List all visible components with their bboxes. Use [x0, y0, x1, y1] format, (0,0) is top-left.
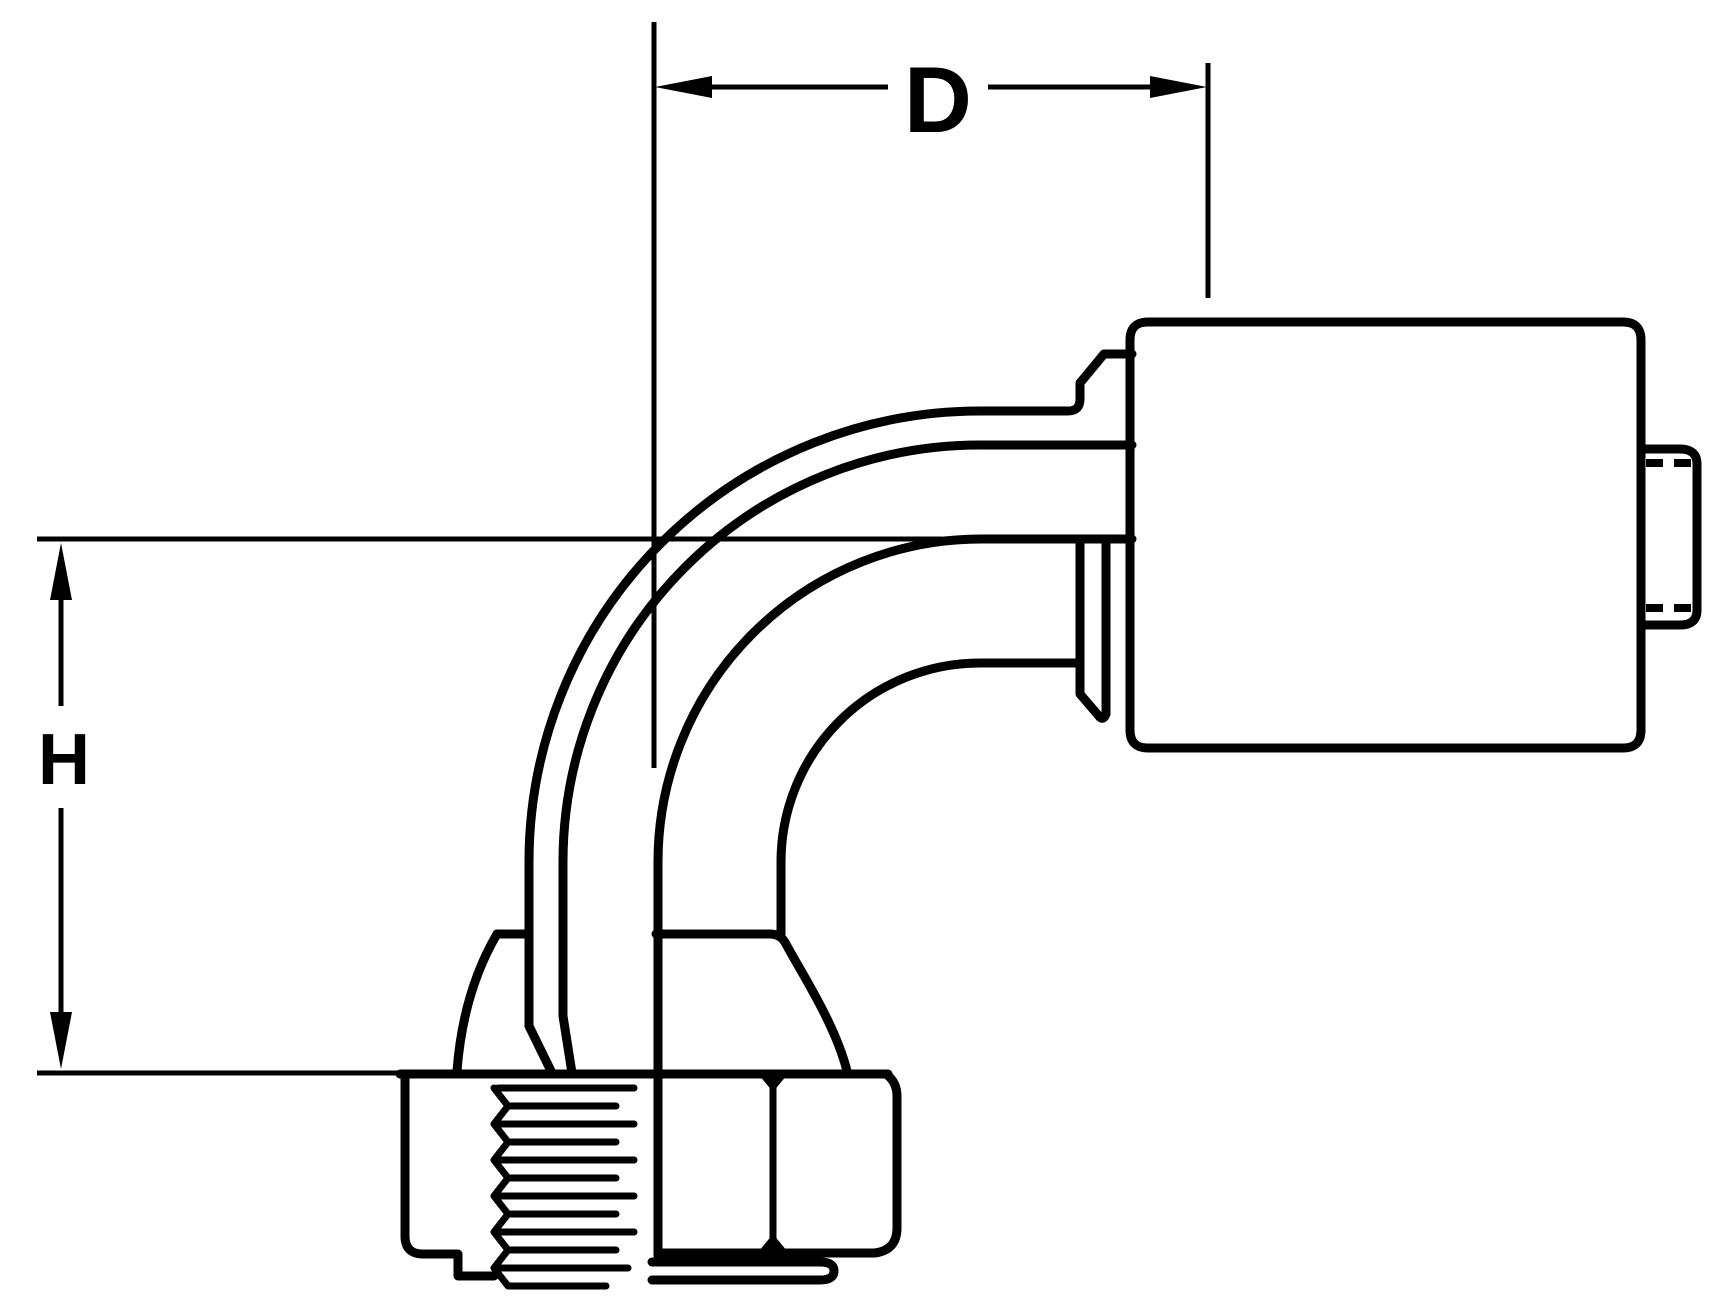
- dimension-H: H: [37, 536, 942, 1076]
- hex-right-profile: [655, 1069, 902, 1258]
- arrow-up-icon: [50, 543, 72, 600]
- facet-notch-bottom-icon: [759, 1234, 787, 1251]
- dimension-D: D: [651, 22, 1211, 768]
- tube-bottom-wall: [776, 658, 1083, 939]
- nut-crown-right: [651, 929, 852, 1076]
- arrow-right-icon: [1150, 76, 1207, 98]
- arrow-left-icon: [655, 76, 712, 98]
- elbow-tube: [524, 349, 1137, 1261]
- arrow-down-icon: [50, 1012, 72, 1069]
- nut-bottom-plate: [647, 1257, 839, 1285]
- tube-outer-wall: [524, 349, 1137, 1078]
- shell-body: [1125, 317, 1646, 753]
- hose-nipple-collar: [1075, 534, 1111, 723]
- d-dimension-label: D: [904, 47, 972, 152]
- threads: [490, 1084, 638, 1290]
- thread-crest-zigzag: [490, 1084, 512, 1290]
- collar-lower-ring: [1075, 534, 1111, 723]
- hex-left-profile: [400, 1069, 499, 1281]
- tube-inner-wall-section-edge: [653, 534, 1137, 1261]
- swivel-nut: [395, 929, 902, 1285]
- crimp-shell: [1125, 317, 1702, 753]
- h-dimension-label: H: [38, 720, 90, 800]
- tube-second-wall: [558, 440, 1137, 1078]
- facet-notch-top-icon: [759, 1075, 787, 1092]
- shell-end-boss: [1636, 444, 1702, 630]
- nut-crown-left: [452, 929, 532, 1076]
